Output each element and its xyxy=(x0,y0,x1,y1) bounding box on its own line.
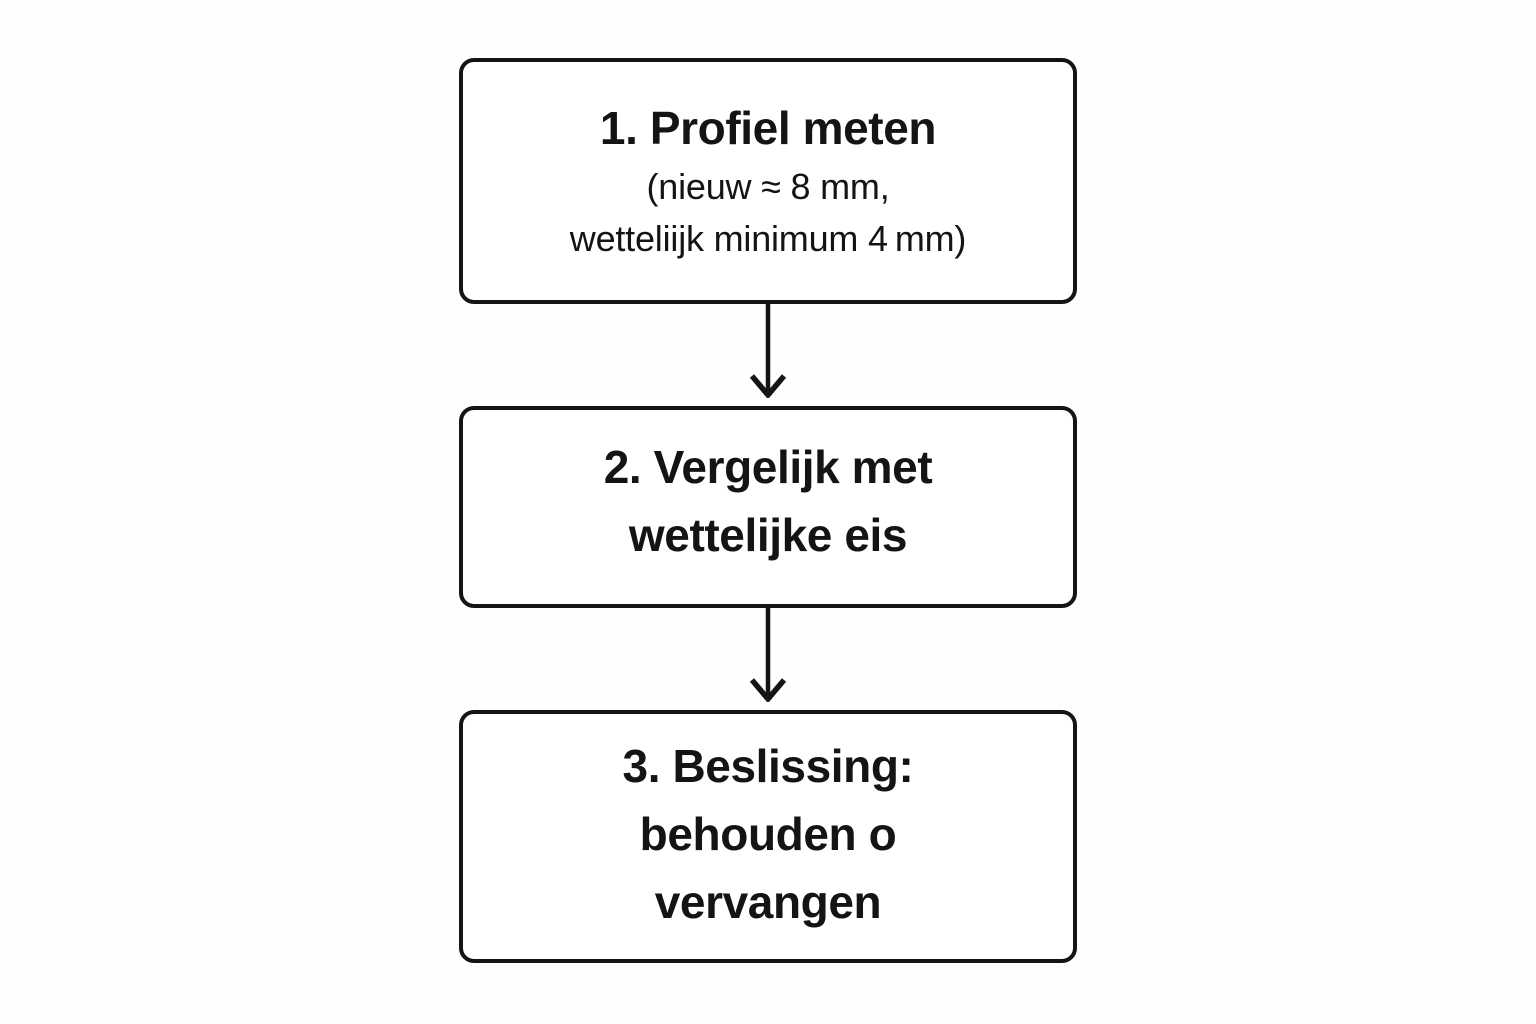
flowchart-node-step-1[interactable]: 1. Profiel meten (nieuw ≈ 8 mm, wettelii… xyxy=(459,58,1077,304)
node-step-3-line-2: behouden o xyxy=(639,807,897,860)
node-step-2-line-1: 2. Vergelijk met xyxy=(603,441,933,493)
arrow-down-icon xyxy=(749,300,787,398)
flowchart-node-step-2[interactable]: 2. Vergelijk met wettelijke eis xyxy=(459,406,1077,608)
node-step-1-title: 1. Profiel meten xyxy=(599,102,937,154)
flowchart-node-step-3[interactable]: 3. Beslissing: behouden o vervangen xyxy=(459,710,1077,963)
connector-arrow-step-1-to-step-2 xyxy=(738,300,798,398)
connector-arrow-step-2-to-step-3 xyxy=(738,604,798,702)
node-step-1-subtitle-line-1: (nieuw ≈ 8 mm, xyxy=(646,166,890,207)
node-step-2-line-2: wettelijke eis xyxy=(628,509,908,561)
node-step-3-line-1: 3. Beslissing: xyxy=(622,739,914,792)
node-step-3-line-3: vervangen xyxy=(654,875,882,928)
node-step-1-subtitle-line-2: wetteliijk minimum 4 mm) xyxy=(569,218,967,259)
arrow-down-icon xyxy=(749,604,787,702)
